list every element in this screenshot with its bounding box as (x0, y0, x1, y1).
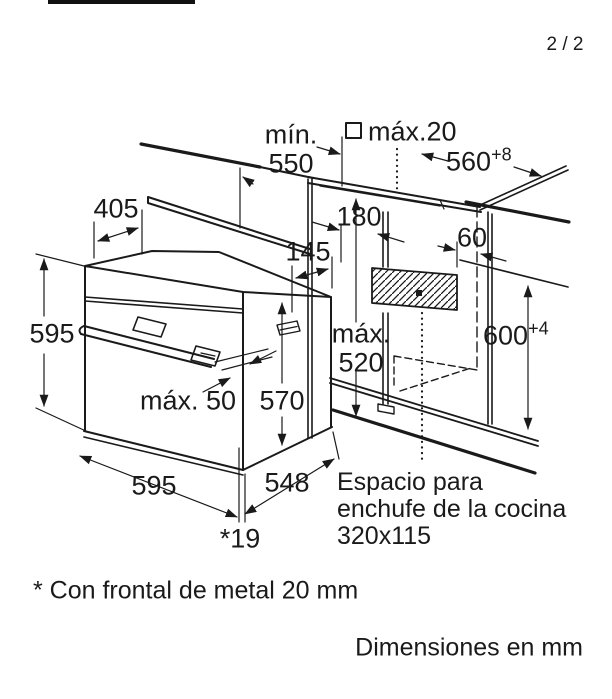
oven-outline (78, 250, 333, 476)
dim-max-520: máx. 520 (332, 319, 391, 376)
units-note: Dimensiones en mm (355, 633, 583, 662)
dim-max-520-prefix: máx. (331, 318, 391, 349)
oven-door-handle (78, 316, 221, 368)
dim-max-50: máx. 50 (139, 385, 237, 416)
square-symbol-icon (345, 122, 362, 139)
socket-dot-icon (416, 290, 422, 296)
dim-min-550-value: 550 (268, 148, 314, 178)
page-number: 2 / 2 (546, 34, 584, 55)
dim-max-520-value: 520 (338, 347, 384, 377)
footnote: * Con frontal de metal 20 mm (33, 576, 359, 605)
socket-space-note-line1: Espacio para (337, 468, 483, 496)
dim-548: 548 (264, 467, 310, 498)
dim-560-value: 560 (446, 146, 492, 177)
top-toolbar-remnant (48, 0, 195, 4)
dim-560: 560+8 (446, 144, 512, 177)
socket-space (345, 122, 458, 466)
dim-min-550-prefix: mín. (264, 119, 318, 150)
dim-595-left: 595 (29, 318, 75, 349)
dim-60: 60 (456, 222, 488, 253)
dim-19: *19 (219, 523, 261, 554)
dim-max-20: máx.20 (368, 116, 457, 147)
dim-600: 600+4 (483, 318, 549, 351)
dim-180: 180 (336, 201, 382, 232)
dim-min-550: mín. 550 (265, 120, 318, 177)
side-vent-icon (276, 320, 301, 336)
socket-space-note: Espacio para enchufe de la cocina 320x11… (337, 469, 566, 550)
dim-600-tolerance: +4 (528, 318, 549, 339)
dimension-lines (35, 136, 542, 523)
dim-600-value: 600 (483, 320, 529, 351)
dim-595-bottom: 595 (131, 470, 177, 501)
dim-405: 405 (93, 193, 139, 224)
socket-space-note-line3: 320x115 (337, 522, 432, 550)
dim-560-tolerance: +8 (491, 144, 512, 165)
socket-hatched-area (371, 267, 458, 311)
countertop-lines (139, 142, 571, 255)
dim-145: 145 (285, 236, 331, 267)
dim-570: 570 (259, 385, 305, 416)
socket-space-note-line2: enchufe de la cocina (337, 495, 567, 523)
hidden-niche-floor-lines (393, 355, 478, 392)
